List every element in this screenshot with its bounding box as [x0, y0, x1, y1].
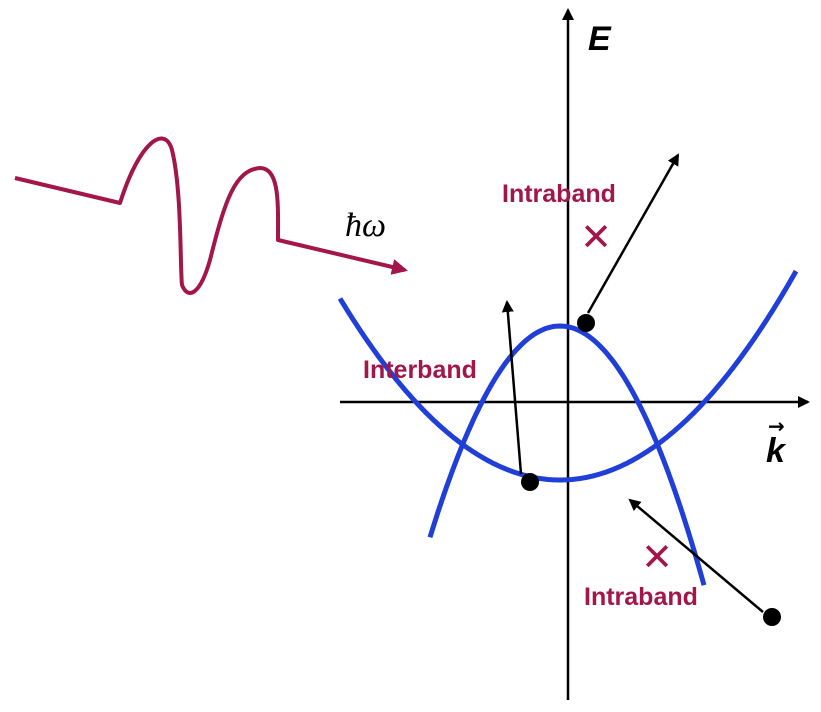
valence-state-dot-right	[763, 608, 781, 626]
valence-state-dot-left	[521, 473, 539, 491]
photon-wave	[14, 136, 408, 295]
conduction-state-dot	[577, 314, 595, 332]
interband-arrow	[501, 300, 523, 475]
energy-axis-label: E	[588, 20, 612, 58]
intraband-upper-arrow	[586, 153, 680, 314]
conduction-band-curve	[427, 323, 707, 586]
valence-band-curve	[337, 269, 799, 483]
momentum-axis-label: k	[766, 432, 787, 470]
interband-label: Interband	[363, 356, 477, 384]
intraband-upper-label: Intraband	[502, 180, 616, 208]
forbidden-cross-lower: ✕	[641, 535, 673, 579]
intraband-lower-label: Intraband	[584, 583, 698, 611]
photon-energy-label: ħω	[345, 207, 386, 244]
forbidden-cross-upper: ✕	[580, 215, 612, 259]
intraband-lower-arrow	[628, 498, 764, 613]
momentum-vector-arrow: →	[768, 414, 785, 438]
